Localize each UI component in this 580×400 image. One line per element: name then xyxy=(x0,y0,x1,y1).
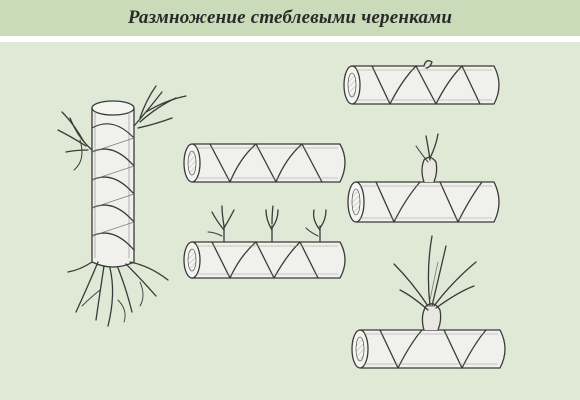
illustration xyxy=(0,42,580,400)
cutting-rooted-with-shoots xyxy=(57,85,187,327)
cutting-horizontal-three-sprouts xyxy=(183,205,346,279)
cutting-horizontal-bare xyxy=(183,143,346,183)
cutting-horizontal-bud xyxy=(343,60,500,105)
cutting-horizontal-small-shoot xyxy=(347,133,500,223)
cutting-horizontal-grown-shoot xyxy=(351,235,506,369)
cuttings-illustration xyxy=(57,60,506,369)
page-title: Размножение стеблевыми черенками xyxy=(127,7,453,28)
title-bar: Размножение стеблевыми черенками xyxy=(0,0,580,36)
title-divider xyxy=(0,36,580,42)
